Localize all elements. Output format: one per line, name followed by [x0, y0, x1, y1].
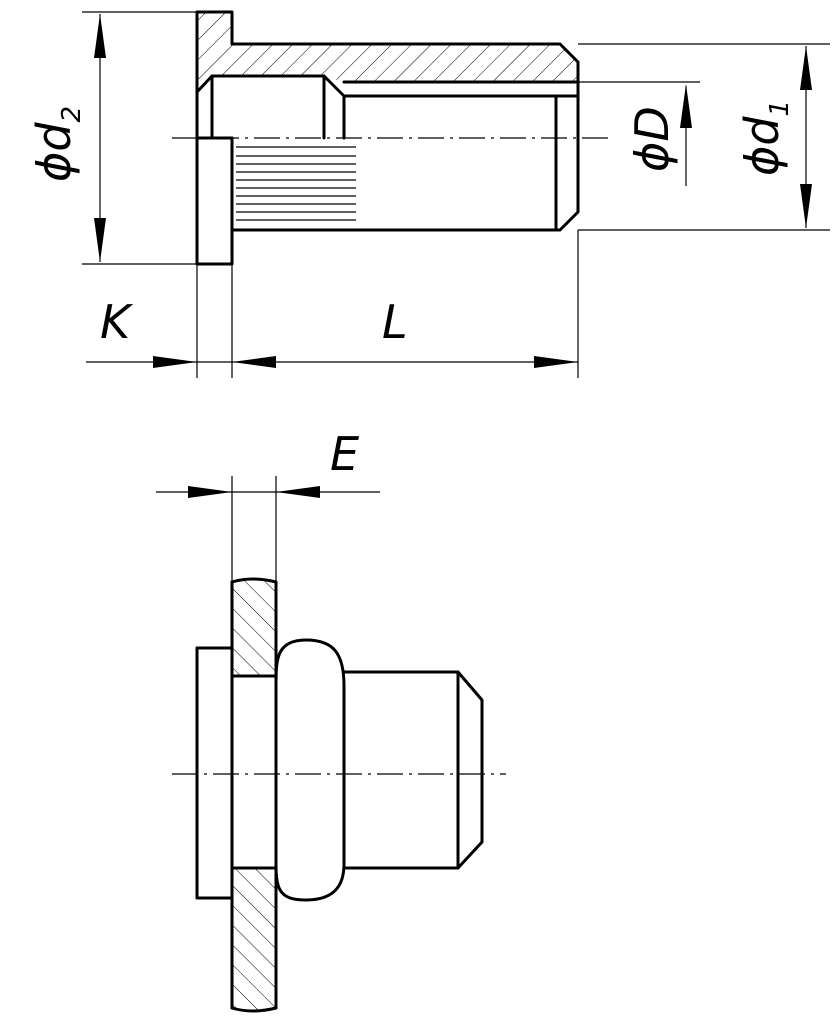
- installed-bulge: [274, 638, 346, 902]
- knurl-lines: [236, 146, 356, 221]
- label-d1: ϕd1: [735, 100, 795, 176]
- sheet-break-top: [230, 577, 278, 584]
- dimension-D: ϕD: [578, 81, 700, 186]
- label-d2: ϕd2: [27, 106, 87, 182]
- dimension-d2: ϕd2: [27, 11, 197, 265]
- dimension-K-L: K L: [86, 230, 579, 378]
- dimension-E: E: [156, 427, 380, 582]
- installed-rivet-nut-view: [172, 577, 506, 1013]
- label-E: E: [330, 427, 359, 481]
- section-hatch-area: [197, 12, 578, 92]
- sheet-upper: [232, 579, 276, 676]
- nut-outer-contour: [195, 10, 580, 266]
- label-D: ϕD: [625, 106, 679, 172]
- label-K: K: [100, 295, 134, 349]
- dimension-d1: ϕd1: [578, 43, 830, 231]
- sheet-break-bottom: [230, 1006, 278, 1013]
- installed-flange: [195, 646, 234, 900]
- rivet-nut-section-view: [172, 10, 610, 266]
- label-L: L: [382, 295, 408, 349]
- sheet-lower: [232, 868, 276, 1011]
- installed-body: [342, 670, 484, 870]
